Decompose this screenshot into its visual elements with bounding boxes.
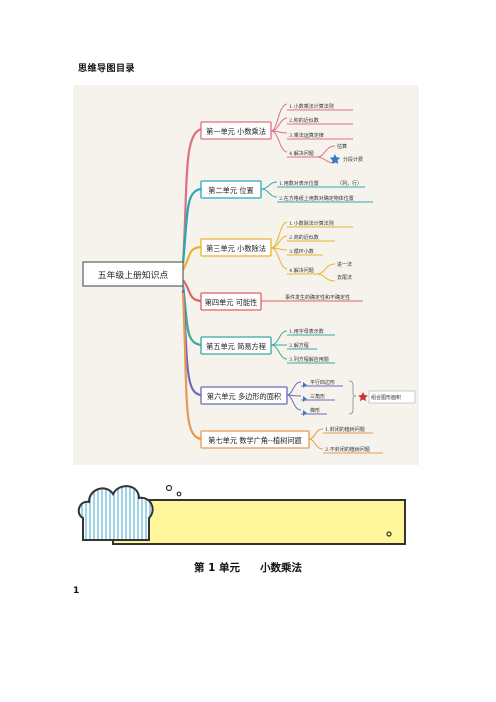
decor-dot xyxy=(165,484,173,492)
unit-3-item-4: 4.解决问题 xyxy=(289,267,314,274)
unit-2-title: 第二单元 位置 xyxy=(208,186,253,195)
unit-1-title: 第一单元 小数乘法 xyxy=(206,127,266,136)
unit-3-sub-1: 进一法 xyxy=(337,261,352,268)
unit-6-item-1: 平行四边形 xyxy=(310,379,335,386)
unit-1-branch: 第一单元 小数乘法 1.小数乘法计算法则 2.积的近似数 3.乘法运算定律 4.… xyxy=(200,103,363,164)
unit-1-sub-2: 分段计费 xyxy=(343,156,363,163)
unit-5-branch: 第五单元 简易方程 1.用字母表示数 2.解方程 3.列方程解应用题 xyxy=(200,328,335,364)
unit-5-item-3: 3.列方程解应用题 xyxy=(289,356,329,363)
star-icon xyxy=(329,154,341,164)
unit-5-item-1: 1.用字母表示数 xyxy=(289,328,324,335)
unit-1-item-2: 2.积的近似数 xyxy=(289,117,319,124)
unit-3-sub-2: 去尾法 xyxy=(337,274,352,281)
unit-6-item-2: 三角形 xyxy=(310,393,325,400)
mindmap-root: 五年级上册知识点 xyxy=(98,269,169,281)
unit-6-combo: 组合图形面积 xyxy=(371,394,401,401)
unit-2-item-2: 2.在方格纸上用数对确定物体位置 xyxy=(279,195,354,202)
decor-dot xyxy=(176,491,182,497)
unit-6-item-3: 梯形 xyxy=(310,407,320,414)
section-title: 小数乘法 xyxy=(260,562,303,574)
banner-panel xyxy=(112,499,406,545)
unit-4-branch: 第四单元 可能性 事件发生的确定性和不确定性 xyxy=(200,292,363,311)
section-label: 第 1 单元 xyxy=(193,562,241,574)
cloud-shape xyxy=(77,485,154,541)
unit-5-title: 第五单元 简易方程 xyxy=(206,342,266,351)
mindmap-figure: 第一单元 小数乘法 1.小数乘法计算法则 2.积的近似数 3.乘法运算定律 4.… xyxy=(73,85,419,465)
star-icon xyxy=(358,392,368,402)
unit-4-item-1: 事件发生的确定性和不确定性 xyxy=(285,294,350,301)
section-heading: 第 1 单元 小数乘法 xyxy=(0,560,496,575)
unit-1-item-4: 4.解决问题 xyxy=(289,150,314,157)
unit-3-item-2: 2.商的近似数 xyxy=(289,234,319,241)
unit-7-item-1: 1.封闭的植树问题 xyxy=(325,426,365,433)
unit-6-branch: 第六单元 多边形的面积 平行四边形 三角形 梯形 组合图形面积 xyxy=(200,379,416,416)
unit-7-title: 第七单元 数学广角--植树问题 xyxy=(208,436,301,445)
unit-3-branch: 第三单元 小数除法 1.小数除法计算法则 2.商的近似数 3.循环小数 4.解决… xyxy=(200,220,353,282)
unit-2-branch: 第二单元 位置 1.用数对表示位置 （列，行） 2.在方格纸上用数对确定物体位置 xyxy=(200,180,373,203)
unit-3-title: 第三单元 小数除法 xyxy=(206,244,266,253)
document-title: 思维导图目录 xyxy=(78,64,136,74)
item-number: 1 xyxy=(73,586,80,596)
unit-6-title: 第六单元 多边形的面积 xyxy=(207,392,281,401)
unit-1-sub-1: 估算 xyxy=(337,143,347,150)
unit-2-item-1: 1.用数对表示位置 xyxy=(279,180,319,187)
unit-3-item-1: 1.小数除法计算法则 xyxy=(289,220,334,227)
unit-3-item-3: 3.循环小数 xyxy=(289,248,314,255)
unit-7-branch: 第七单元 数学广角--植树问题 1.封闭的植树问题 2.不封闭的植树问题 xyxy=(200,426,383,454)
unit-1-item-3: 3.乘法运算定律 xyxy=(289,132,324,139)
decor-dot xyxy=(386,531,392,537)
unit-4-title: 第四单元 可能性 xyxy=(205,298,258,307)
unit-1-item-1: 1.小数乘法计算法则 xyxy=(289,103,334,110)
unit-5-item-2: 2.解方程 xyxy=(289,342,309,349)
cloud-banner xyxy=(77,484,406,545)
unit-2-note: （列，行） xyxy=(337,180,362,187)
unit-7-item-2: 2.不封闭的植树问题 xyxy=(325,446,370,453)
